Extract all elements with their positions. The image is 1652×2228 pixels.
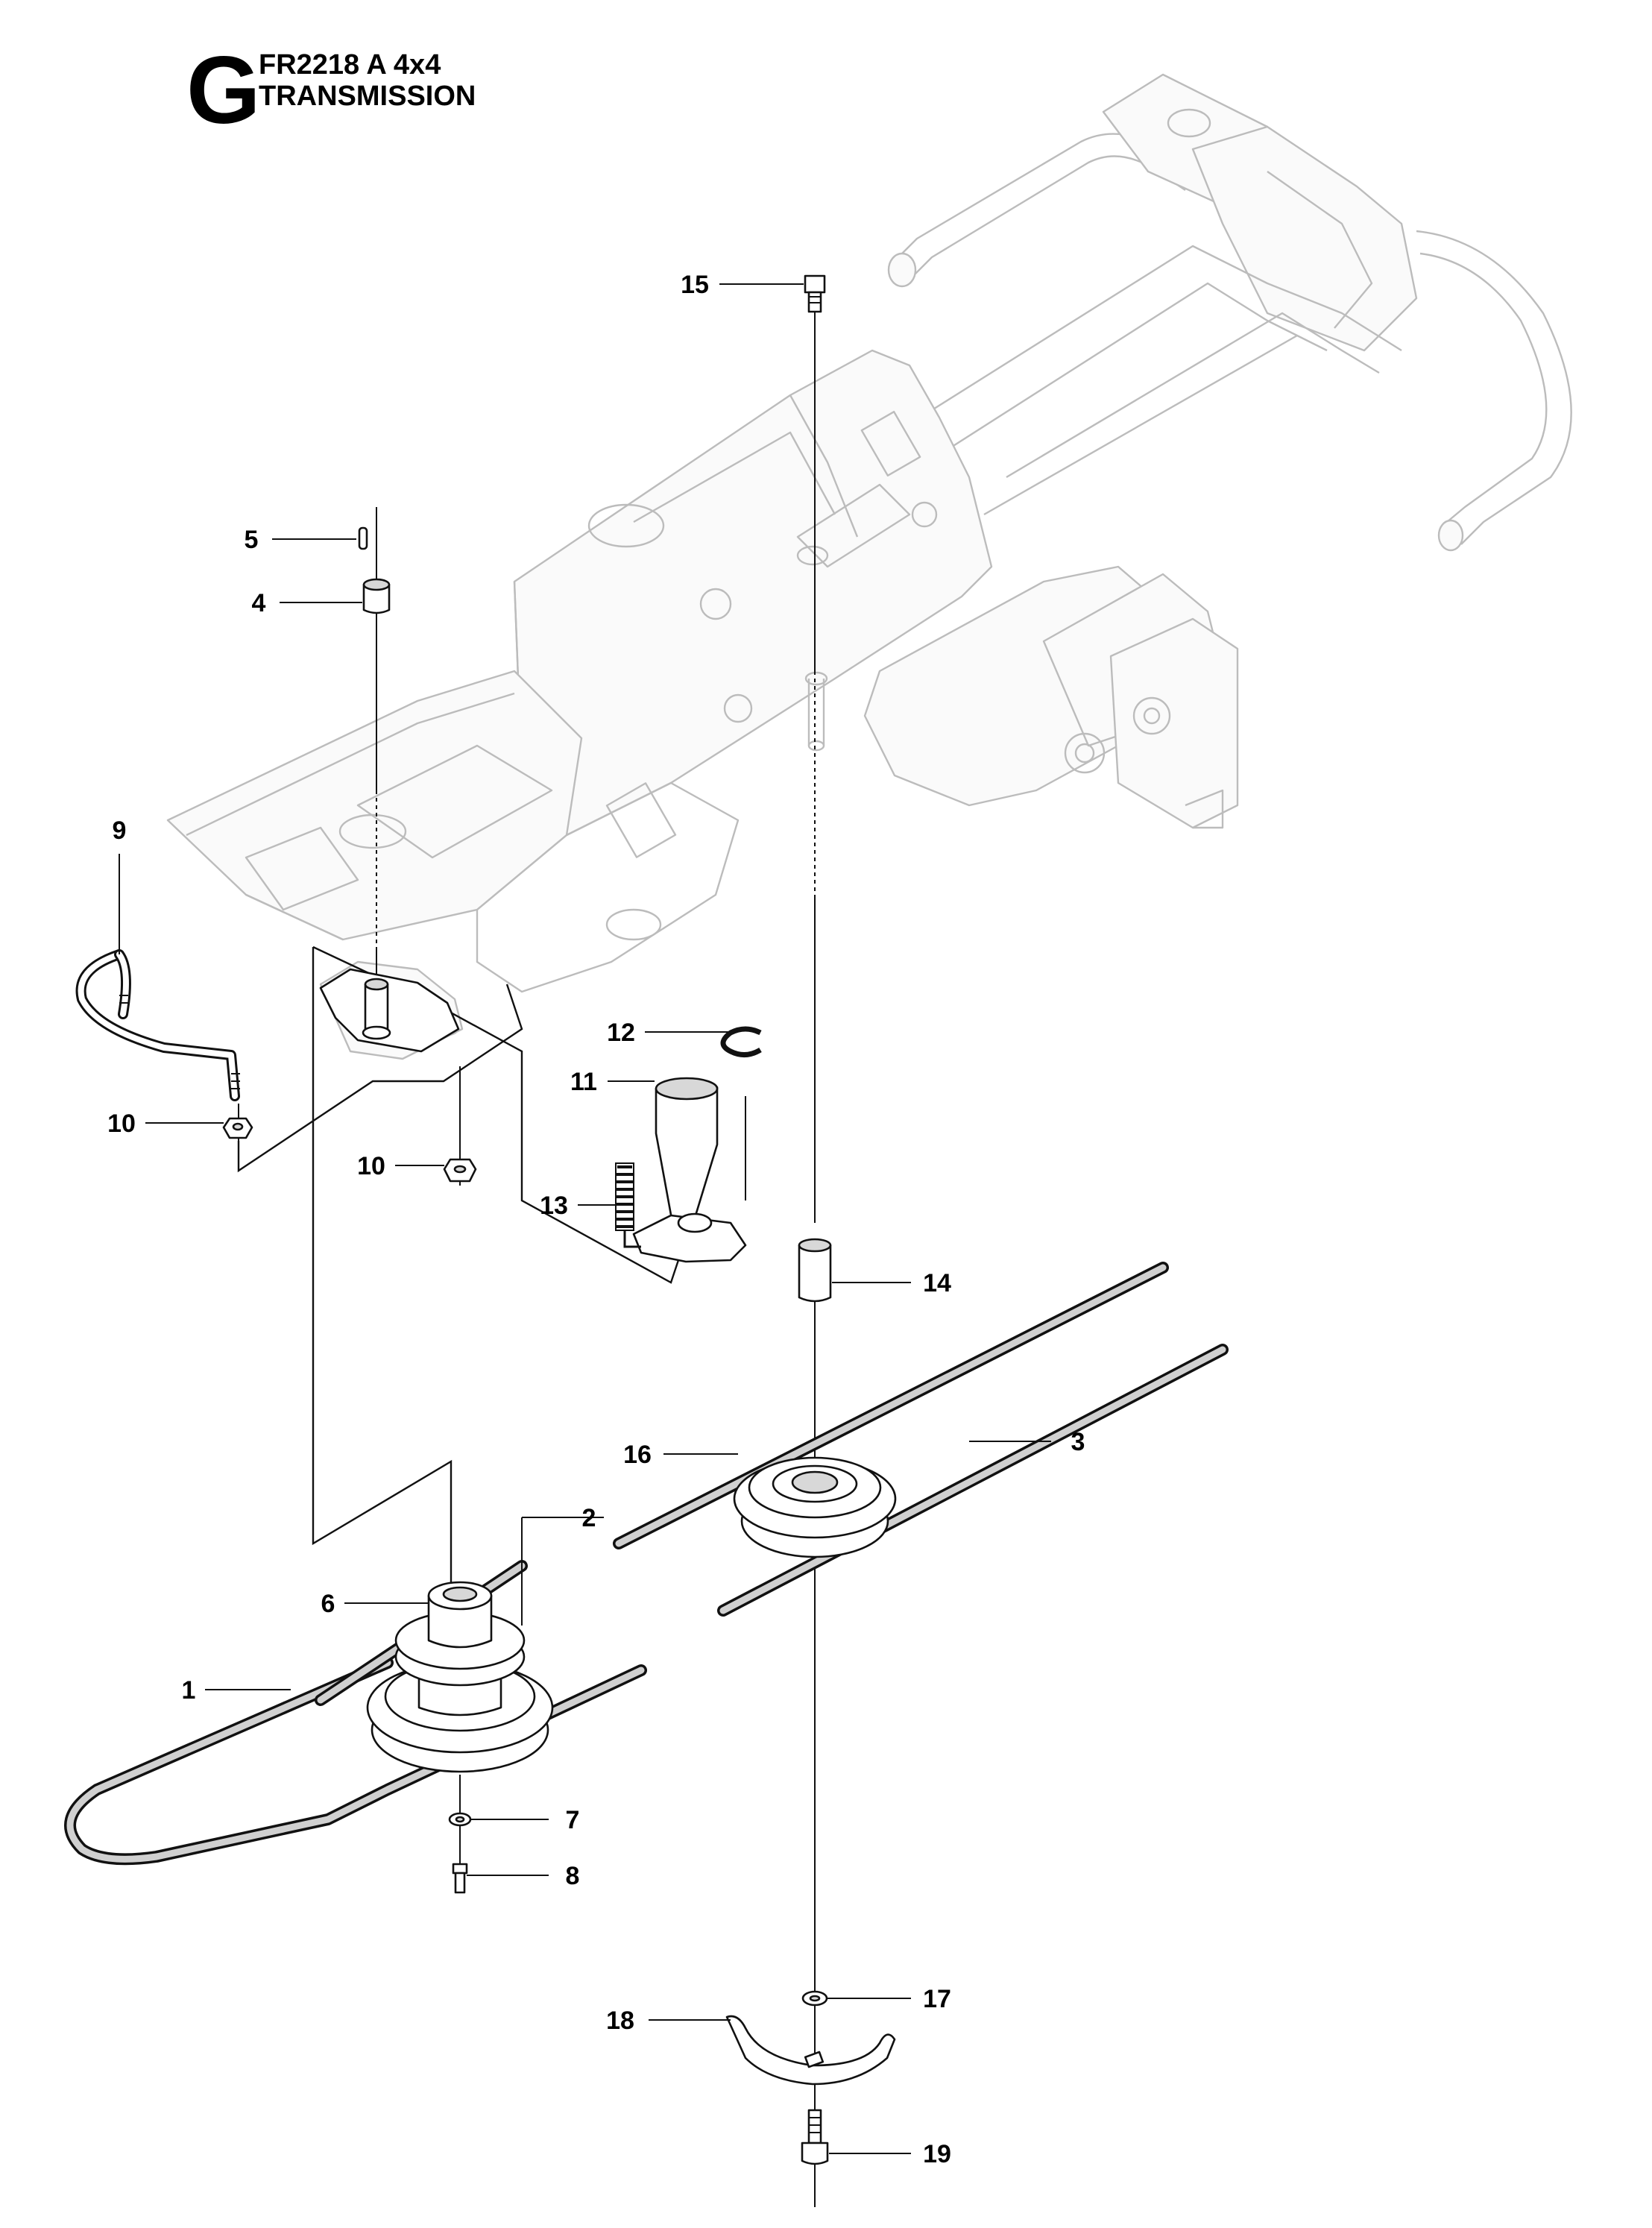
part-19-bolt bbox=[801, 2109, 829, 2165]
callout-1: 1 bbox=[182, 1676, 196, 1705]
callout-11: 11 bbox=[570, 1068, 597, 1096]
callout-14: 14 bbox=[923, 1269, 951, 1297]
callout-7: 7 bbox=[566, 1806, 580, 1834]
idler-bracket bbox=[319, 968, 460, 1053]
callout-6: 6 bbox=[321, 1590, 335, 1618]
part-5-pin bbox=[358, 526, 368, 550]
part-7-washer bbox=[448, 1812, 472, 1827]
diagram-title: TRANSMISSION bbox=[259, 81, 476, 112]
callout-12: 12 bbox=[607, 1019, 635, 1047]
part-8-screw bbox=[452, 1863, 468, 1894]
part-6-drive-pulley bbox=[366, 1581, 554, 1773]
callout-15: 15 bbox=[681, 271, 709, 299]
callout-2: 2 bbox=[582, 1504, 596, 1532]
part-3-belt bbox=[717, 1344, 1229, 1617]
callout-10-center: 10 bbox=[357, 1152, 385, 1180]
part-11-idler-arm bbox=[632, 1077, 747, 1263]
callout-16: 16 bbox=[623, 1441, 652, 1469]
callout-5: 5 bbox=[245, 526, 259, 554]
callout-17: 17 bbox=[923, 1985, 951, 2013]
part-13-spring bbox=[615, 1162, 641, 1248]
part-16-idler-pulley bbox=[733, 1456, 897, 1558]
callout-8: 8 bbox=[566, 1862, 580, 1890]
part-2-belt bbox=[613, 1262, 1169, 1549]
callout-numbers: 15 5 4 9 10 10 11 12 13 14 16 3 2 6 1 7 … bbox=[107, 271, 1085, 2168]
callout-9: 9 bbox=[113, 816, 127, 845]
part-15-bolt bbox=[804, 274, 826, 313]
part-18-guide-plate bbox=[725, 2015, 896, 2086]
part-17-washer bbox=[801, 1990, 828, 2007]
part-10-nut-center bbox=[443, 1158, 477, 1183]
callout-18: 18 bbox=[606, 2007, 634, 2035]
section-letter: G bbox=[186, 37, 261, 144]
model-name: FR2218 A 4x4 bbox=[259, 49, 441, 81]
callout-4: 4 bbox=[252, 589, 266, 617]
part-1-belt bbox=[64, 1560, 647, 1866]
callout-13: 13 bbox=[540, 1192, 568, 1220]
callout-19: 19 bbox=[923, 2140, 951, 2168]
callout-3: 3 bbox=[1071, 1428, 1085, 1456]
part-14-spacer bbox=[798, 1238, 832, 1303]
part-10-nut-left bbox=[222, 1117, 253, 1139]
part-4-bushing bbox=[362, 578, 391, 614]
chassis-frame bbox=[166, 73, 1572, 1060]
part-12-circlip bbox=[720, 1026, 762, 1057]
part-9-rod bbox=[75, 949, 240, 1101]
callout-10-left: 10 bbox=[107, 1110, 136, 1138]
leader-lines bbox=[119, 283, 1051, 2154]
